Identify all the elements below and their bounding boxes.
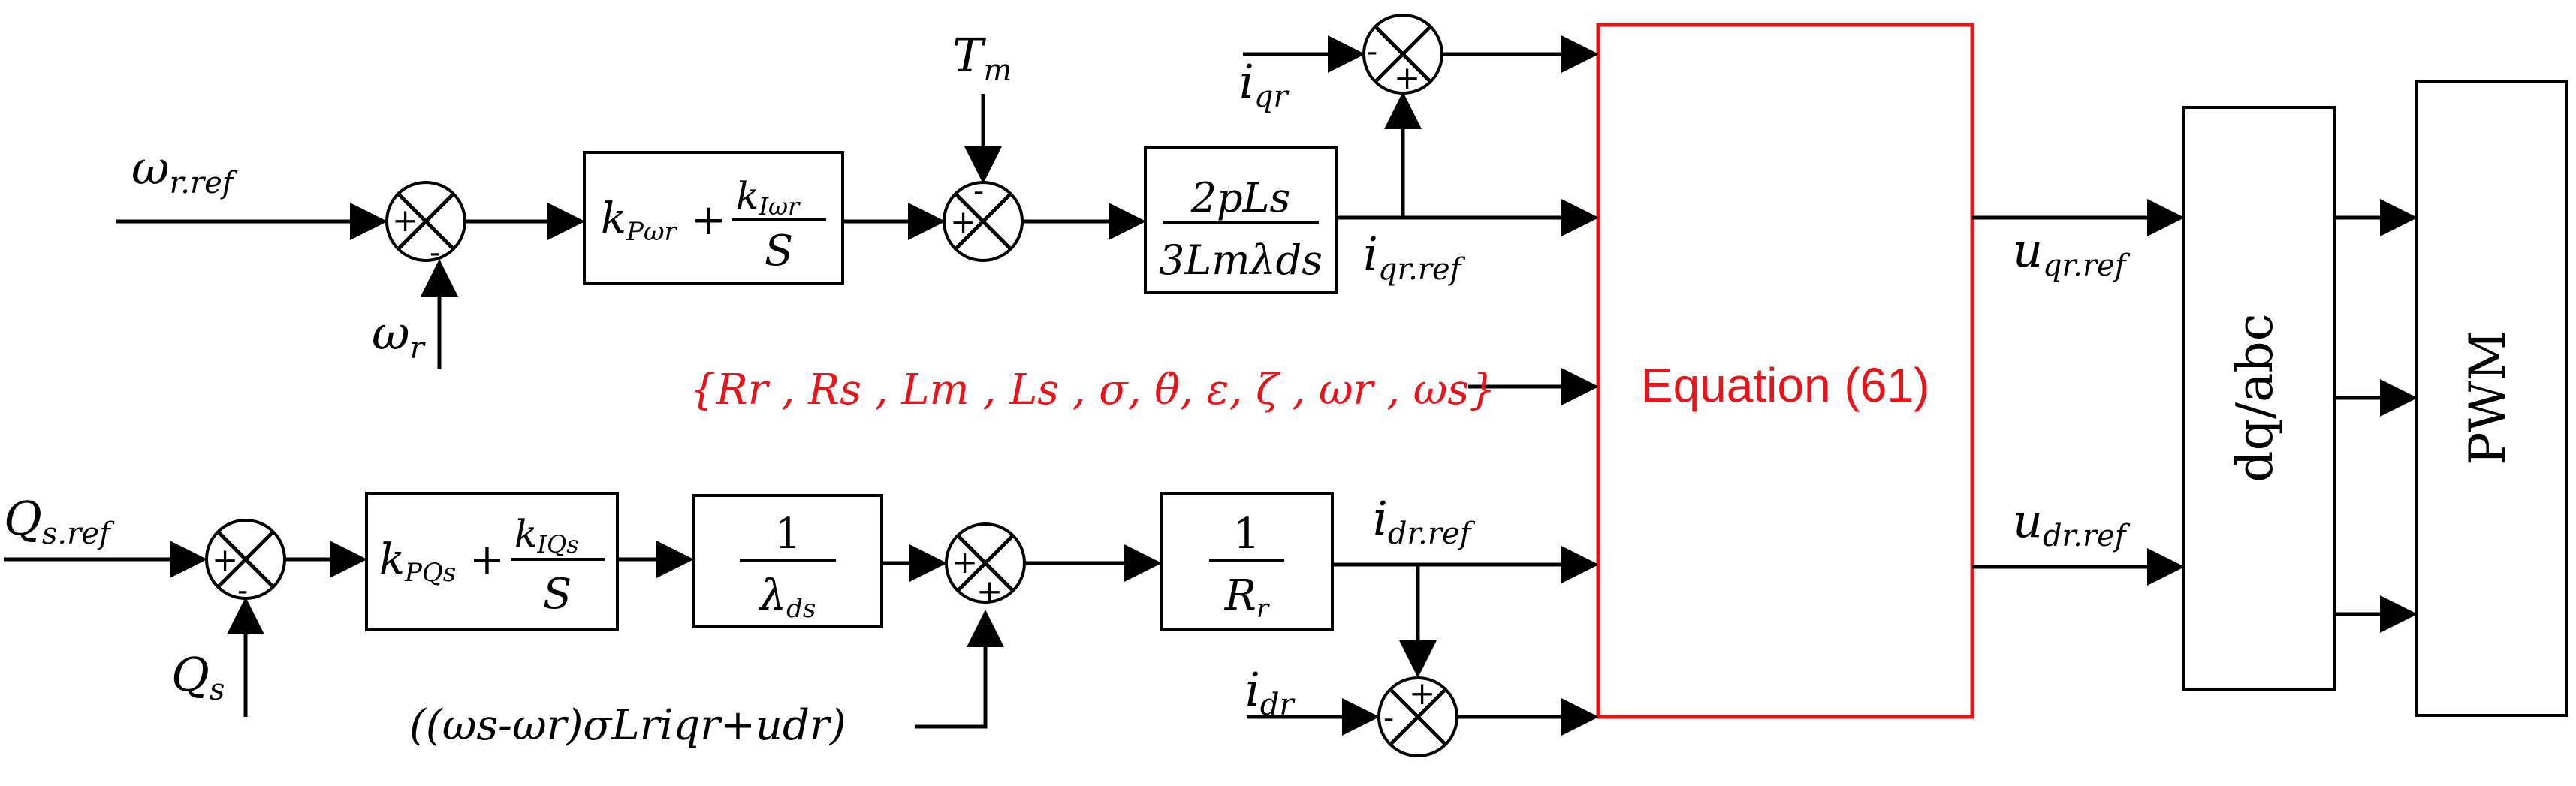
svg-text:-: - (430, 233, 440, 270)
idr-input-label: idr (1245, 662, 1296, 722)
inv-lambda-label: 1 λds (740, 510, 836, 624)
inv-r-label: 1 Rr (1209, 510, 1284, 624)
parameter-set-label: {Rr , Rs , Lm , Ls , σ, θ̇, ε, ζ , ωr , … (689, 366, 1496, 414)
svg-text:+: + (1394, 59, 1420, 96)
pwm-label: PWM (2459, 330, 2517, 465)
svg-text:+: + (952, 544, 978, 580)
gain-q-block (1144, 146, 1338, 294)
torque-label: Tm (952, 28, 1012, 88)
idr-ref-label: idr.ref (1373, 491, 1476, 551)
uqr-ref-label: uqr.ref (2013, 223, 2131, 283)
svg-text:+: + (976, 573, 1003, 610)
gain-q-label: 2pLs 3Lmλds (1159, 174, 1323, 284)
svg-text:+: + (392, 202, 418, 239)
q-ref-label: Qs.ref (4, 491, 115, 551)
svg-text:-: - (1383, 699, 1394, 736)
svg-text:+: + (691, 196, 726, 245)
pi-speed-block (583, 151, 844, 285)
svg-text:S: S (765, 227, 793, 276)
svg-text:Rr: Rr (1224, 571, 1270, 624)
svg-text:-: - (237, 571, 248, 608)
svg-text:λds: λds (759, 571, 816, 624)
svg-text:1: 1 (1233, 510, 1260, 559)
speed-feedback-label: ωr (372, 306, 427, 366)
svg-text:-: - (973, 172, 984, 209)
svg-text:S: S (543, 570, 572, 619)
equation-block (1596, 23, 1974, 719)
iqr-input-label: iqr (1239, 54, 1290, 114)
dq-abc-block (2182, 106, 2336, 691)
svg-text:kPQs: kPQs (379, 535, 456, 588)
iqr-ref-label: iqr.ref (1363, 227, 1466, 287)
svg-text:-: - (1367, 32, 1377, 69)
sum-junction-reactive (205, 519, 286, 600)
dq-abc-label: dq/abc (2226, 313, 2284, 482)
feedforward-label: ((ωs-ωr)σLriqr+udr) (409, 701, 846, 750)
svg-text:kIQs: kIQs (514, 512, 579, 559)
q-feedback-label: Qs (171, 647, 225, 707)
svg-text:3Lmλds: 3Lmλds (1159, 236, 1323, 284)
svg-text:kIωr: kIωr (736, 174, 801, 221)
signal-lines (4, 35, 2418, 736)
svg-text:+: + (469, 535, 505, 584)
pi-reactive-label: kPQs + kIQs S (379, 512, 605, 619)
junction-signs: + - - + - + + - + + + - (212, 32, 1435, 736)
pi-speed-label: kPωr + kIωr S (601, 174, 826, 276)
svg-text:kPωr: kPωr (601, 194, 678, 247)
svg-text:+: + (950, 203, 976, 240)
svg-text:2pLs: 2pLs (1190, 174, 1291, 221)
speed-ref-label: ωr.ref (131, 140, 238, 200)
svg-text:1: 1 (774, 510, 801, 559)
svg-text:+: + (1409, 675, 1435, 712)
svg-text:+: + (212, 541, 238, 578)
udr-ref-label: udr.ref (2013, 493, 2131, 553)
equation-label: Equation (61) (1641, 358, 1929, 412)
pwm-block (2415, 80, 2568, 717)
